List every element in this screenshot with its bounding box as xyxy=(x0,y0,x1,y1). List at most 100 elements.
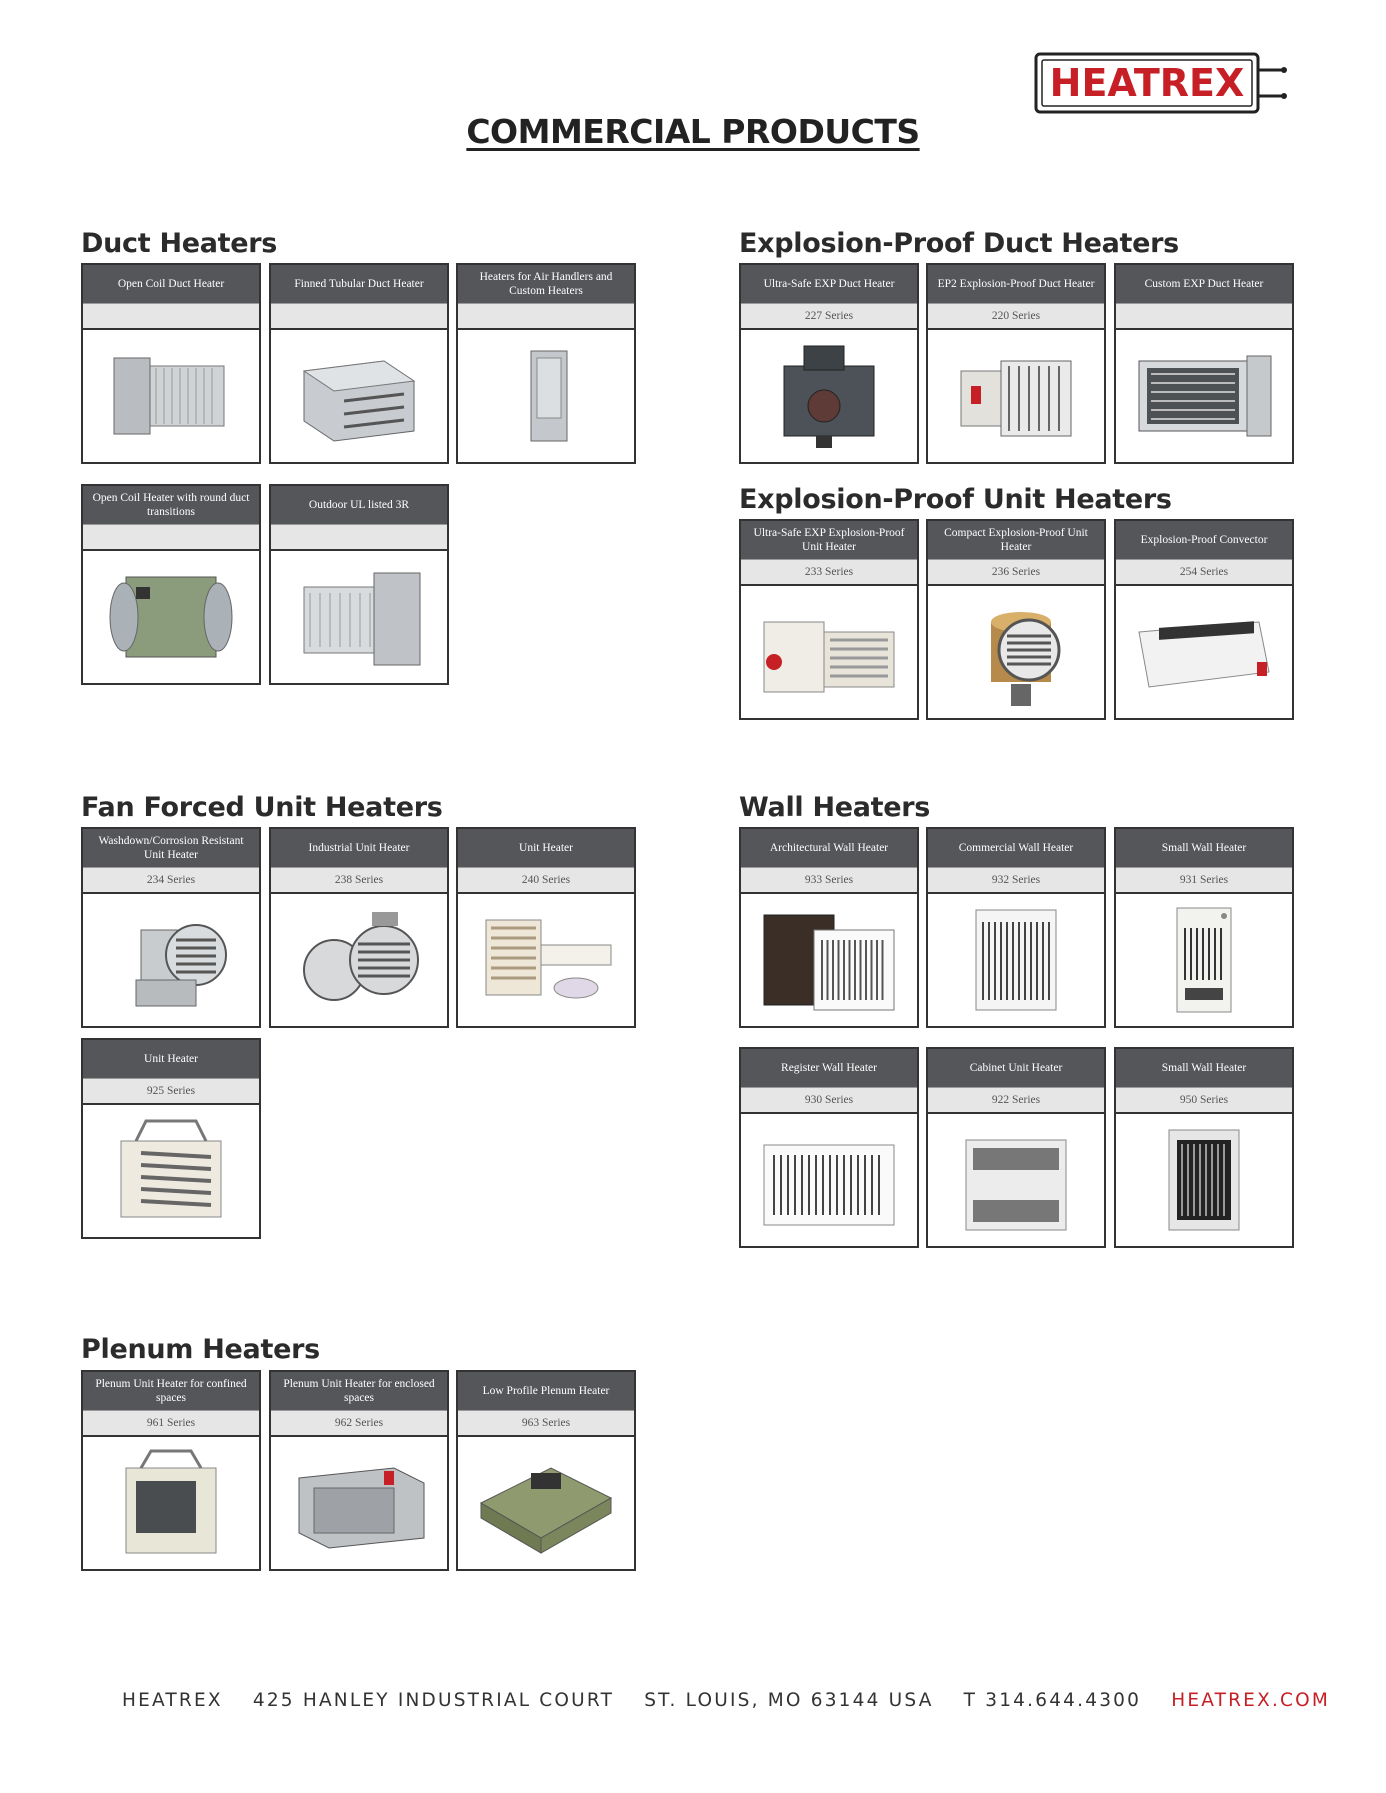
plenum-enclosed-image[interactable] xyxy=(271,1437,447,1569)
product-card[interactable]: Finned Tubular Duct Heater xyxy=(269,263,449,464)
architectural-wall-heater-image[interactable] xyxy=(741,894,917,1026)
ep2-duct-heater-image[interactable] xyxy=(928,330,1104,462)
product-series: 240 Series xyxy=(458,867,634,894)
product-series: 931 Series xyxy=(1116,867,1292,894)
commercial-wall-heater-image[interactable] xyxy=(928,894,1104,1026)
section-title-exp-duct-heaters: Explosion-Proof Duct Heaters xyxy=(739,228,1179,259)
product-card[interactable]: Custom EXP Duct Heater xyxy=(1114,263,1294,464)
product-series: 930 Series xyxy=(741,1087,917,1114)
round-duct-heater-image[interactable] xyxy=(83,551,259,683)
product-series xyxy=(271,303,447,330)
product-card[interactable]: Open Coil Duct Heater xyxy=(81,263,261,464)
product-series: 950 Series xyxy=(1116,1087,1292,1114)
product-name: Unit Heater xyxy=(458,829,634,867)
air-handler-heater-image[interactable] xyxy=(458,330,634,462)
product-name: Ultra-Safe EXP Duct Heater xyxy=(741,265,917,303)
product-name: Unit Heater xyxy=(83,1040,259,1078)
register-wall-heater-image[interactable] xyxy=(741,1114,917,1246)
industrial-unit-heater-image[interactable] xyxy=(271,894,447,1026)
footer-url[interactable]: HEATREX.COM xyxy=(1171,1690,1331,1711)
product-name: Low Profile Plenum Heater xyxy=(458,1372,634,1410)
low-profile-plenum-image[interactable] xyxy=(458,1437,634,1569)
footer-address: 425 HANLEY INDUSTRIAL COURT xyxy=(252,1690,615,1711)
product-card[interactable]: Ultra-Safe EXP Explosion-Proof Unit Heat… xyxy=(739,519,919,720)
ultra-safe-exp-duct-image[interactable] xyxy=(741,330,917,462)
section-title-plenum-heaters: Plenum Heaters xyxy=(81,1334,320,1365)
unit-heater-925-image[interactable] xyxy=(83,1105,259,1237)
product-card[interactable]: Washdown/Corrosion Resistant Unit Heater… xyxy=(81,827,261,1028)
small-wall-heater-950-image[interactable] xyxy=(1116,1114,1292,1246)
outdoor-duct-heater-image[interactable] xyxy=(271,551,447,683)
custom-exp-duct-image[interactable] xyxy=(1116,330,1292,462)
product-name: Open Coil Heater with round duct transit… xyxy=(83,486,259,524)
product-name: Explosion-Proof Convector xyxy=(1116,521,1292,559)
page-title: COMMERCIAL PRODUCTS xyxy=(466,112,920,151)
product-series: 932 Series xyxy=(928,867,1104,894)
convector-image[interactable] xyxy=(1116,586,1292,718)
small-wall-heater-931-image[interactable] xyxy=(1116,894,1292,1026)
product-name: Compact Explosion-Proof Unit Heater xyxy=(928,521,1104,559)
product-series: 233 Series xyxy=(741,559,917,586)
product-name: Washdown/Corrosion Resistant Unit Heater xyxy=(83,829,259,867)
product-name: Register Wall Heater xyxy=(741,1049,917,1087)
section-title-fan-forced-unit-heaters: Fan Forced Unit Heaters xyxy=(81,792,443,823)
product-name: Small Wall Heater xyxy=(1116,829,1292,867)
product-series: 962 Series xyxy=(271,1410,447,1437)
product-series: 961 Series xyxy=(83,1410,259,1437)
product-series: 238 Series xyxy=(271,867,447,894)
product-name: Small Wall Heater xyxy=(1116,1049,1292,1087)
product-name: Ultra-Safe EXP Explosion-Proof Unit Heat… xyxy=(741,521,917,559)
product-series: 236 Series xyxy=(928,559,1104,586)
footer-phone: T 314.644.4300 xyxy=(963,1690,1142,1711)
product-name: Outdoor UL listed 3R xyxy=(271,486,447,524)
product-name: Commercial Wall Heater xyxy=(928,829,1104,867)
logo-text: HEATREX xyxy=(1050,61,1245,105)
product-series: 227 Series xyxy=(741,303,917,330)
cabinet-unit-heater-image[interactable] xyxy=(928,1114,1104,1246)
product-series xyxy=(83,303,259,330)
product-name: Cabinet Unit Heater xyxy=(928,1049,1104,1087)
plenum-confined-image[interactable] xyxy=(83,1437,259,1569)
product-series: 234 Series xyxy=(83,867,259,894)
product-name: Heaters for Air Handlers and Custom Heat… xyxy=(458,265,634,303)
product-card[interactable]: Heaters for Air Handlers and Custom Heat… xyxy=(456,263,636,464)
section-title-exp-unit-heaters: Explosion-Proof Unit Heaters xyxy=(739,484,1172,515)
product-series: 922 Series xyxy=(928,1087,1104,1114)
product-name: Plenum Unit Heater for confined spaces xyxy=(83,1372,259,1410)
footer-city: ST. LOUIS, MO 63144 USA xyxy=(644,1690,934,1711)
footer-company: HEATREX xyxy=(122,1690,223,1711)
product-card[interactable]: Outdoor UL listed 3R xyxy=(269,484,449,685)
unit-heater-240-image[interactable] xyxy=(458,894,634,1026)
ultra-safe-unit-heater-image[interactable] xyxy=(741,586,917,718)
product-series xyxy=(1116,303,1292,330)
finned-tubular-duct-heater-image[interactable] xyxy=(271,330,447,462)
open-coil-duct-heater-image[interactable] xyxy=(83,330,259,462)
product-name: Custom EXP Duct Heater xyxy=(1116,265,1292,303)
product-series: 963 Series xyxy=(458,1410,634,1437)
product-name: Plenum Unit Heater for enclosed spaces xyxy=(271,1372,447,1410)
product-series: 220 Series xyxy=(928,303,1104,330)
product-name: Industrial Unit Heater xyxy=(271,829,447,867)
compact-unit-heater-image[interactable] xyxy=(928,586,1104,718)
product-series: 254 Series xyxy=(1116,559,1292,586)
washdown-unit-heater-image[interactable] xyxy=(83,894,259,1026)
product-series: 925 Series xyxy=(83,1078,259,1105)
product-card[interactable]: Open Coil Heater with round duct transit… xyxy=(81,484,261,685)
section-title-duct-heaters: Duct Heaters xyxy=(81,228,278,259)
